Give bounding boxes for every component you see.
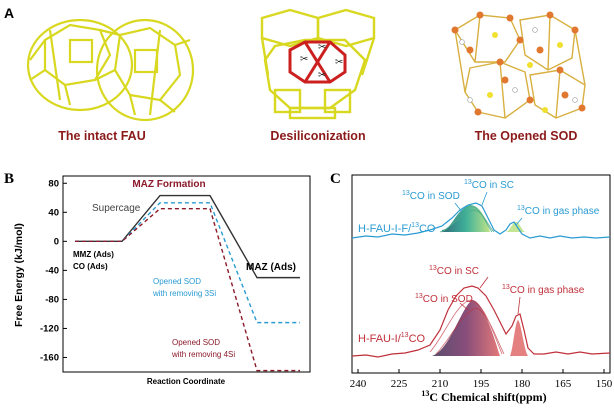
svg-text:✂: ✂ [318,42,326,53]
energy-y-tick-0: 80 [48,178,59,189]
energy-y-tick-6: -160 [40,352,59,363]
opened-sod-illustration [451,11,586,119]
top-gas-peak-label: 13CO in gas phase [517,205,600,217]
top-spectrum-line [351,202,611,239]
sod3-label-line1: Opened SOD [153,277,201,286]
sod3-path [75,202,300,324]
energy-y-tick-4: -80 [45,294,59,305]
nmr-x-tick-2: 210 [432,378,449,390]
fau-structure-illustration [26,18,195,122]
bottom-spectrum-sod-peak [432,300,500,356]
top-sample-label: H-FAU-I-F/13CO [358,222,436,235]
sod3-label-line2: with removing 3Si [152,289,216,298]
energy-y-tick-3: -40 [45,265,59,276]
top-sc-peak-label: 13CO in SC [464,179,514,191]
caption-opened-sod: The Opened SOD [475,129,578,143]
svg-text:✂: ✂ [318,70,326,81]
top-sod-peak-label: 13CO in SOD [402,190,460,202]
sod4-label-line2: with removing 4Si [171,350,235,359]
caption-desiliconization: Desiliconization [270,129,365,143]
nmr-x-tick-1: 225 [391,378,408,390]
energy-x-axis-label: Reaction Coordinate [147,377,226,386]
maz-ads-label: MAZ (Ads) [246,262,296,273]
bottom-sample-label: H-FAU-I/13CO [358,332,426,345]
supercage-label: Supercage [92,203,141,214]
supercage-path [75,194,300,279]
co-ads-label: CO (Ads) [73,262,108,271]
nmr-chart: 240 225 210 195 180 165 150 H-FAU-I-F/13CO 13C… [350,174,613,404]
top-spectrum-sod-peak [442,205,490,232]
desiliconization-illustration: ✂ ✂ ✂ ✂ [260,8,376,120]
mmz-ads-label: MMZ (Ads) [73,250,114,259]
panel-a-letter: A [4,5,14,21]
sod4-label-line1: Opened SOD [172,338,220,347]
nmr-x-axis-label: 13C Chemical shift(ppm) [421,389,546,404]
nmr-x-tick-6: 150 [596,378,613,390]
maz-formation-title: MAZ Formation [132,179,205,190]
nmr-x-tick-3: 195 [473,378,490,390]
nmr-x-tick-0: 240 [350,378,367,390]
bottom-gas-peak-label: 13CO in gas phase [502,284,585,296]
bottom-sc-peak-label: 13CO in SC [429,265,479,277]
energy-plot-frame [62,175,311,373]
nmr-x-tick-4: 180 [514,378,531,390]
caption-intact-fau: The intact FAU [58,129,146,143]
energy-y-tick-1: 40 [48,207,59,218]
bottom-sod-peak-label: 13CO in SOD [415,293,473,305]
energy-y-tick-2: 0 [54,236,59,247]
bottom-spectrum-line [351,285,611,358]
nmr-x-tick-5: 165 [555,378,572,390]
svg-text:✂: ✂ [335,57,343,68]
sod4-path [75,207,300,372]
panel-c-letter: C [330,171,341,187]
energy-chart: 80 40 0 -40 -80 -120 -160 Free Energy (kJ/mol)… [13,175,311,386]
panel-b-letter: B [4,171,14,187]
energy-y-tick-5: -120 [40,323,59,334]
bottom-spectrum-gas-peak [510,320,528,356]
top-spectrum-gas-peak [505,222,526,232]
svg-text:✂: ✂ [300,54,308,65]
energy-y-axis-label: Free Energy (kJ/mol) [13,223,25,327]
